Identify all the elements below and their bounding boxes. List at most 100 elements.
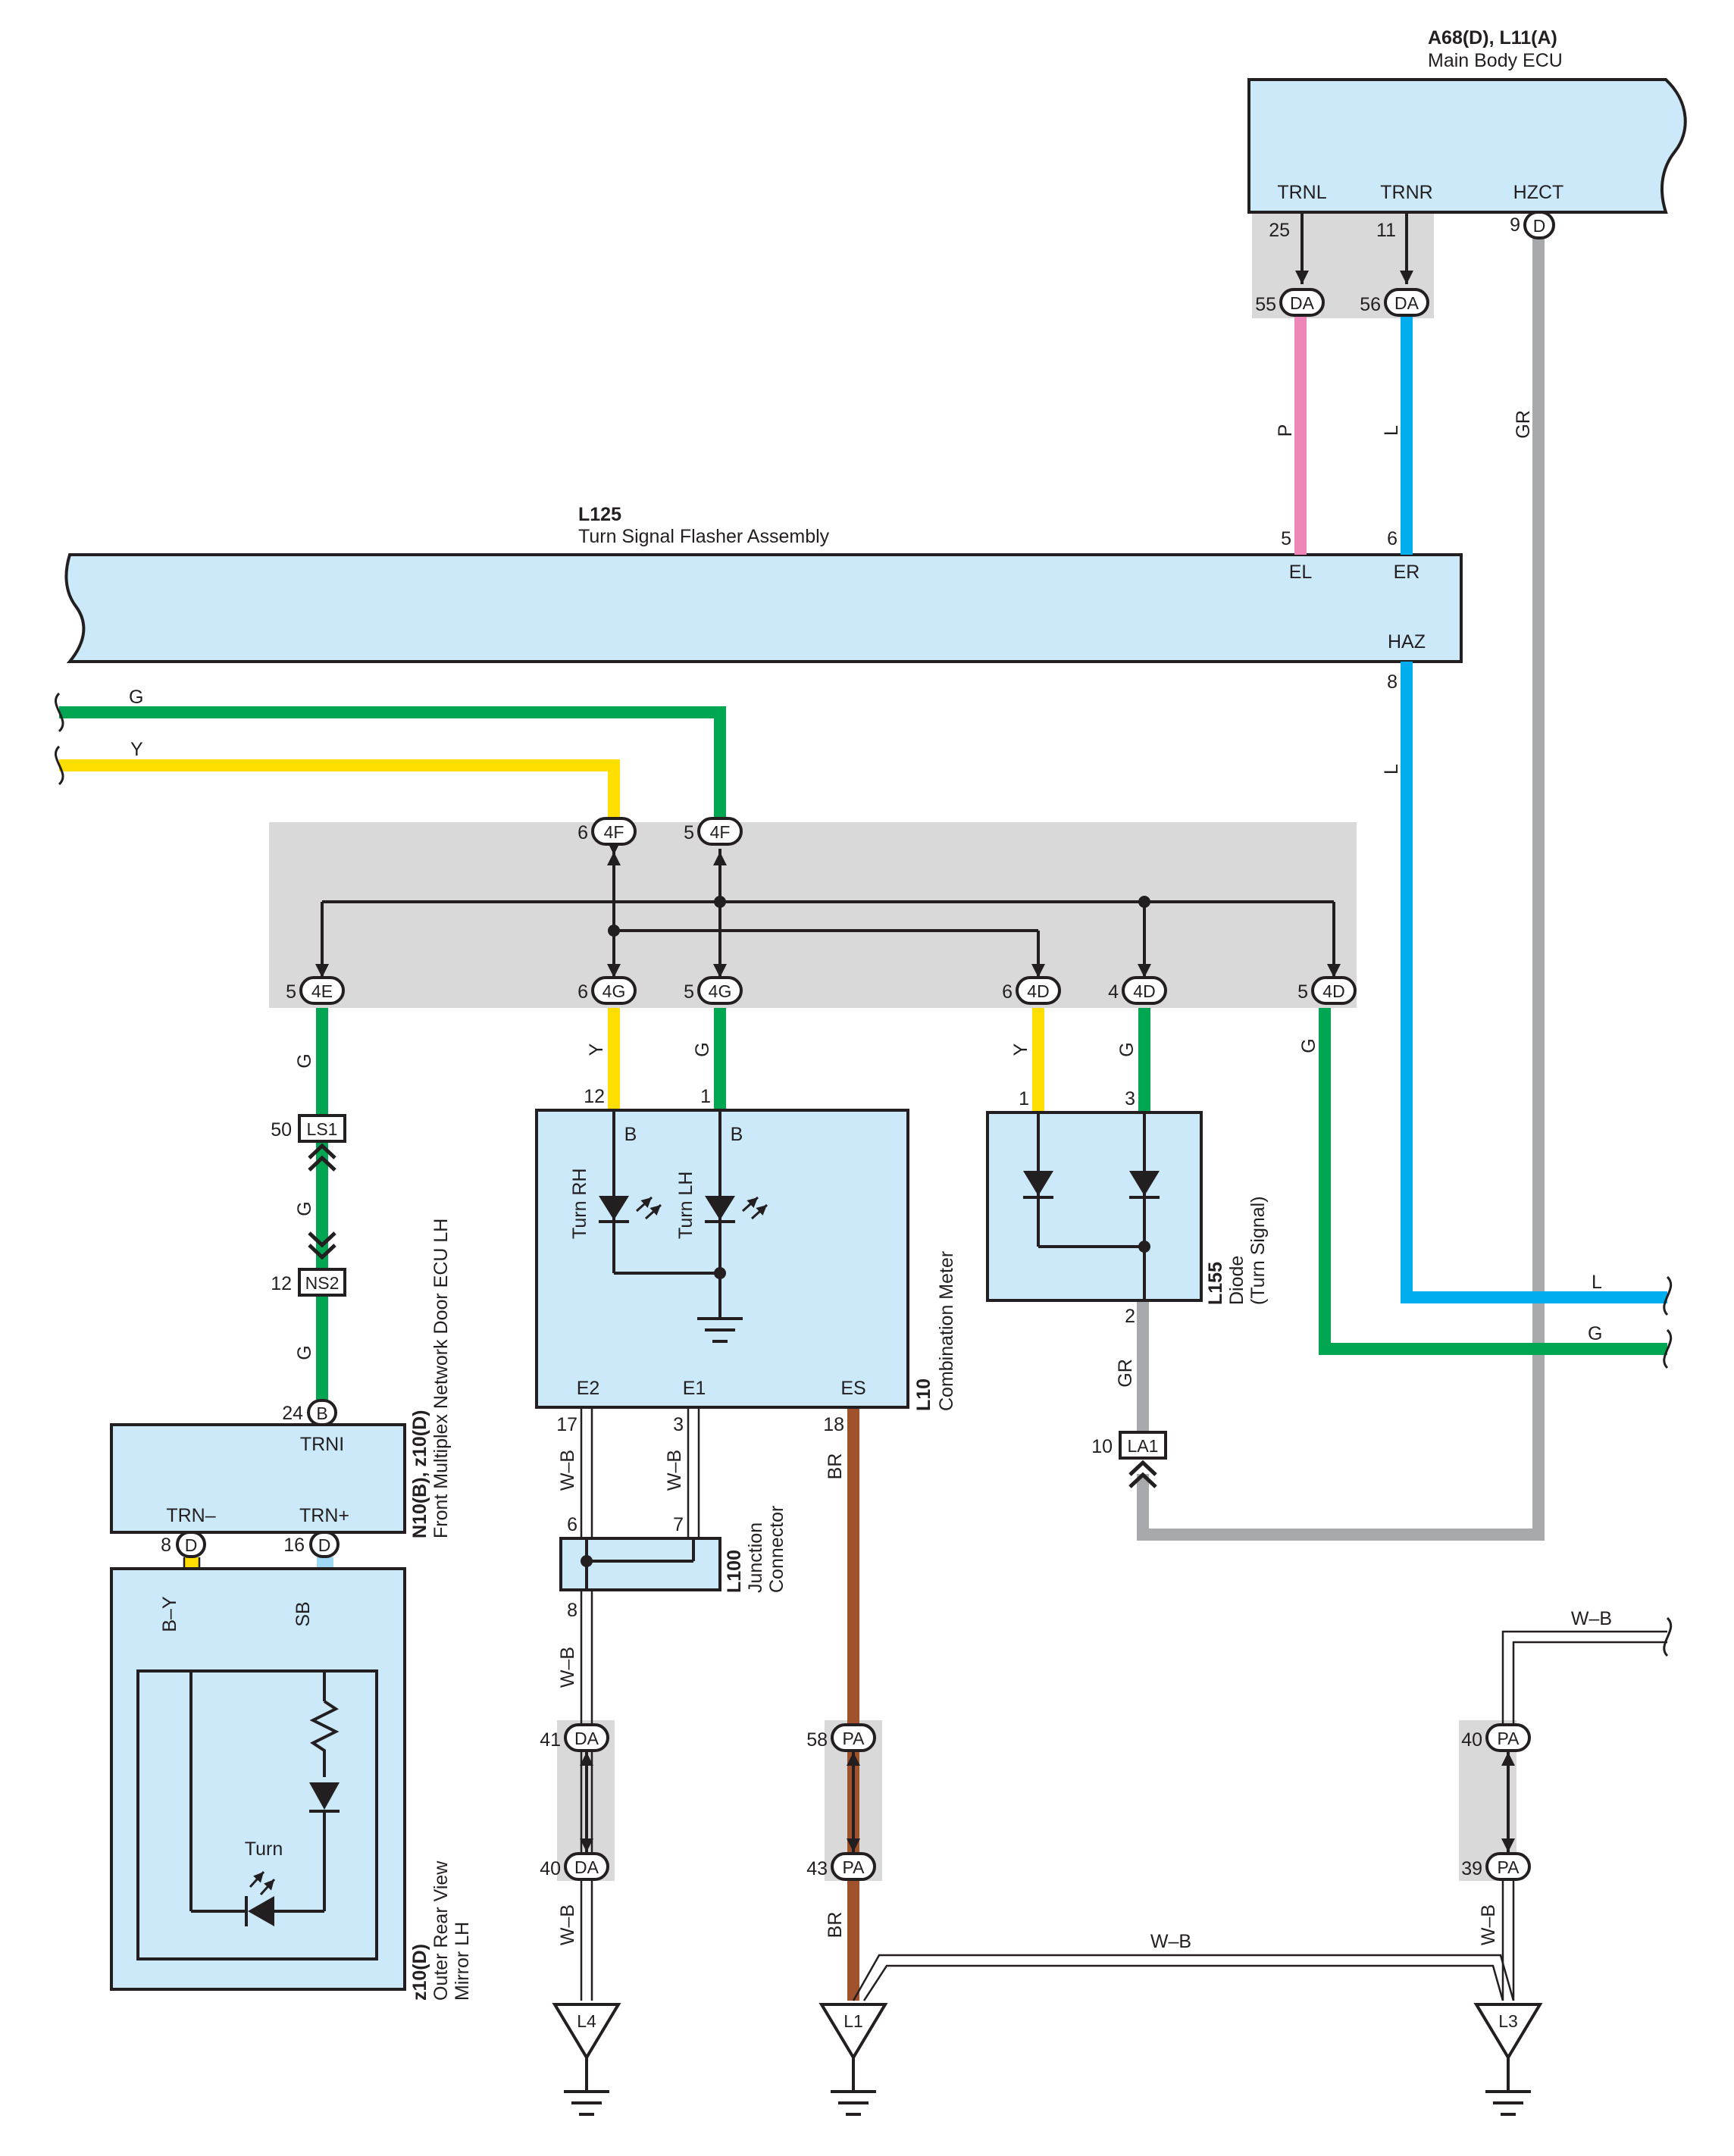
- pin-da-41: 41: [540, 1729, 561, 1751]
- wire-wb-group: [580, 1407, 1667, 2001]
- pin-pa-39: 39: [1461, 1858, 1482, 1879]
- pin-junction-6: 6: [567, 1514, 577, 1535]
- junction-dots: [608, 896, 1150, 937]
- pin-4d-5: 5: [1297, 981, 1308, 1003]
- mirror-box: [110, 1567, 406, 1991]
- pin-4d-6: 6: [1002, 981, 1013, 1003]
- main-body-ecu-name: Main Body ECU: [1428, 50, 1563, 71]
- meter-term-e1: E1: [683, 1378, 706, 1399]
- mirror-lamp-label: Turn: [245, 1838, 283, 1860]
- ground-lines: [564, 2057, 1531, 2116]
- mirror-led-arrows: [249, 1870, 276, 1896]
- pin-4e-5: 5: [286, 981, 296, 1003]
- flasher-id: L125: [578, 504, 621, 525]
- wire-break-left: [55, 692, 64, 786]
- pin-ns2-12: 12: [271, 1273, 292, 1294]
- door-conn-d-plus: D: [318, 1535, 331, 1555]
- wire-green-left-in: [59, 706, 726, 822]
- pin-meter-1: 1: [700, 1086, 711, 1107]
- pin-4g-5: 5: [684, 981, 694, 1003]
- pin-meter-17: 17: [556, 1414, 577, 1435]
- mirror-name-2: Mirror LH: [452, 1922, 473, 2001]
- junction-block-wires: [315, 841, 1341, 978]
- pin-meter-18: 18: [823, 1414, 844, 1435]
- conn-da-41: DA: [574, 1729, 599, 1748]
- wire-label-g-4e: G: [294, 1053, 315, 1068]
- ground-l3: L3: [1498, 2011, 1518, 2031]
- wire-gray-hzct: [1137, 235, 1545, 1541]
- wire-label-y-4d: Y: [1010, 1043, 1031, 1056]
- wire-label-gr-ecu: GR: [1513, 410, 1534, 439]
- pin-pa-58: 58: [806, 1729, 828, 1751]
- door-conn-d-minus: D: [185, 1535, 198, 1555]
- mirror-diode-icon: [248, 1782, 340, 1926]
- pin-meter-3: 3: [673, 1414, 684, 1435]
- pin-pa-43: 43: [806, 1858, 828, 1879]
- wire-label-l-haz: L: [1381, 764, 1402, 774]
- ecu-internal-wires: [1295, 212, 1413, 284]
- diode-icon: [1023, 1171, 1160, 1253]
- conn-4f-6: 4F: [604, 822, 624, 842]
- mirror-name-1: Outer Rear View: [430, 1860, 452, 2001]
- meter-dot: [714, 1267, 726, 1279]
- wire-label-l-er: L: [1381, 425, 1402, 436]
- pin-diode-1: 1: [1019, 1088, 1029, 1109]
- wire-label-l-right: L: [1592, 1272, 1602, 1293]
- diode-id: L155: [1205, 1262, 1226, 1305]
- pin-ecu-9: 9: [1510, 214, 1520, 236]
- pin-ls1-50: 50: [271, 1119, 292, 1141]
- wire-label-gr-diode: GR: [1115, 1359, 1136, 1388]
- wire-label-wb-bottom: W–B: [1150, 1931, 1191, 1952]
- pin-da-40: 40: [540, 1858, 561, 1879]
- wire-label-g-4g: G: [692, 1042, 713, 1056]
- wire-label-wb-j: W–B: [557, 1647, 578, 1688]
- meter-term-es: ES: [840, 1378, 865, 1399]
- pin-4f-6: 6: [577, 822, 588, 843]
- wire-label-y-top: Y: [130, 739, 143, 760]
- pin-meter-12: 12: [584, 1086, 605, 1107]
- wire-label-sb: SB: [293, 1601, 314, 1626]
- wire-label-wb-e1: W–B: [664, 1450, 685, 1491]
- flasher-name: Turn Signal Flasher Assembly: [578, 526, 830, 547]
- conn-4f-5: 4F: [710, 822, 731, 842]
- combination-meter-box: [535, 1109, 909, 1409]
- pin-flasher-5: 5: [1281, 528, 1291, 549]
- conn-pa-39: PA: [1498, 1857, 1520, 1877]
- wire-label-wb-l3: W–B: [1478, 1904, 1499, 1945]
- flasher-box: [64, 553, 1463, 663]
- pin-pa-40: 40: [1461, 1729, 1482, 1751]
- conn-4d-4: 4D: [1133, 981, 1155, 1001]
- pin-flasher-8: 8: [1387, 671, 1398, 693]
- ground-l1: L1: [844, 2011, 863, 2031]
- ecu-term-trnr: TRNR: [1380, 182, 1432, 203]
- door-term-trni: TRNI: [300, 1434, 344, 1455]
- meter-circuit: [612, 1110, 743, 1343]
- pin-door-24: 24: [282, 1403, 303, 1424]
- conn-4g-5: 4G: [709, 981, 732, 1001]
- pin-4f-5: 5: [684, 822, 694, 843]
- pin-4g-6: 6: [577, 981, 588, 1003]
- door-ecu-id: N10(B), z10(D): [409, 1410, 430, 1538]
- pin-ecu-11: 11: [1376, 220, 1396, 241]
- pin-diode-3: 3: [1125, 1088, 1135, 1109]
- wire-label-g-ns2: G: [294, 1345, 315, 1360]
- conn-da-55: DA: [1290, 293, 1315, 313]
- ground-icons: [552, 2003, 1543, 2061]
- wire-label-g-4d: G: [1116, 1042, 1138, 1056]
- pin-flasher-6: 6: [1387, 528, 1398, 549]
- arrows-4f: [607, 852, 727, 887]
- conn-4e-5: 4E: [311, 981, 333, 1001]
- conn-da-56: DA: [1394, 293, 1419, 313]
- wire-label-p: P: [1275, 424, 1296, 437]
- wire-label-br-l1: BR: [825, 1912, 846, 1939]
- wire-label-g-top: G: [129, 687, 143, 708]
- pin-door-16: 16: [283, 1535, 305, 1556]
- wire-label-br-es: BR: [825, 1454, 846, 1480]
- conn-4d-5: 4D: [1322, 981, 1344, 1001]
- inline-connectors: [298, 1114, 1167, 1460]
- wire-label-g-ls1: G: [294, 1201, 315, 1216]
- wire-break-right: [1663, 1275, 1673, 1657]
- meter-term-b1: B: [624, 1124, 637, 1145]
- led-icon: [599, 1196, 768, 1223]
- conn-4d-6: 4D: [1027, 981, 1049, 1001]
